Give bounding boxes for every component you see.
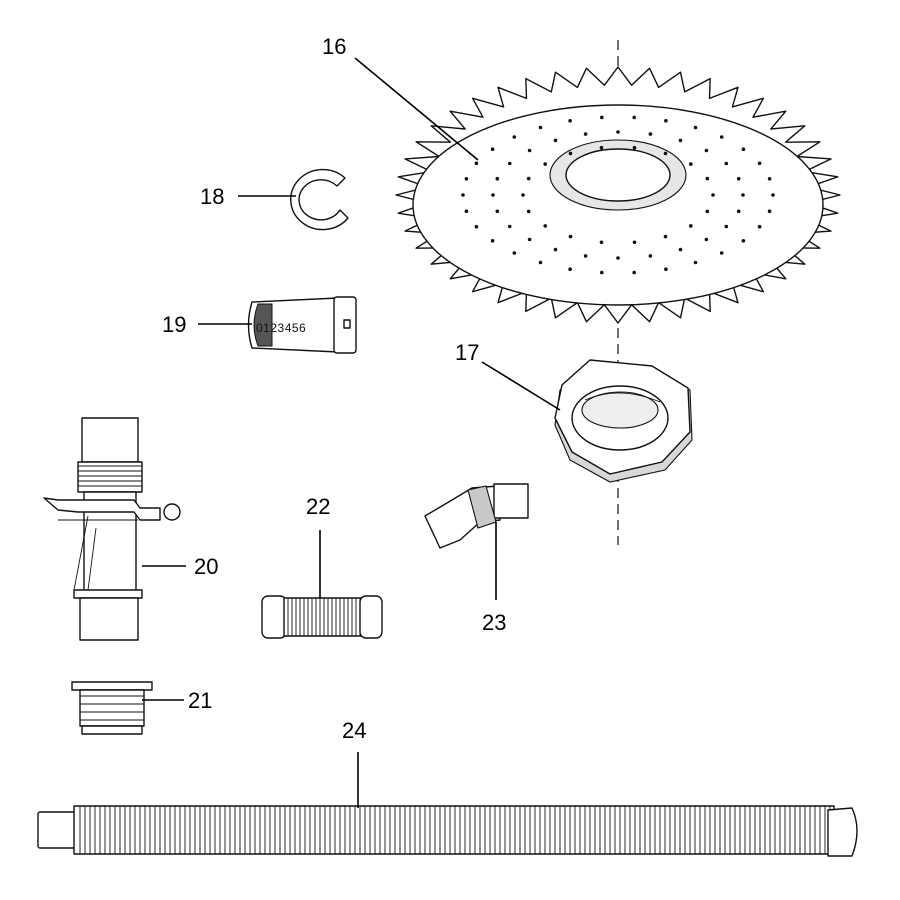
disc-hole bbox=[553, 138, 558, 143]
disc-hole bbox=[711, 193, 715, 197]
disc-hole bbox=[527, 148, 532, 153]
p20-ribs bbox=[78, 465, 142, 487]
callout-19: 19 bbox=[162, 312, 186, 337]
disc-hole bbox=[736, 209, 741, 214]
disc-hole bbox=[583, 254, 588, 258]
disc-hole bbox=[741, 239, 746, 243]
disc-hole bbox=[719, 251, 724, 255]
callout-18: 18 bbox=[200, 184, 224, 209]
part-23-elbow bbox=[424, 483, 529, 549]
disc-hole bbox=[521, 193, 525, 197]
disc-hole bbox=[527, 237, 532, 242]
valve-scale: 0123456 bbox=[256, 321, 306, 335]
callout-17: 17 bbox=[455, 340, 479, 365]
disc-hole bbox=[507, 161, 512, 166]
disc-hole bbox=[599, 145, 604, 150]
part-17-hex-ring bbox=[554, 359, 693, 483]
disc-hole bbox=[704, 148, 709, 153]
disc-hole bbox=[568, 119, 572, 123]
disc-hole bbox=[704, 237, 709, 242]
disc-hole bbox=[616, 130, 620, 134]
disc-hole bbox=[464, 177, 469, 181]
part-24-long-hose bbox=[37, 805, 858, 857]
disc-hole bbox=[490, 147, 495, 151]
disc-hole bbox=[538, 260, 543, 265]
disc-hole bbox=[464, 209, 469, 213]
disc-hole bbox=[757, 161, 762, 166]
disc-hole bbox=[771, 193, 775, 197]
disc-hole bbox=[736, 176, 741, 181]
disc-hole bbox=[724, 161, 729, 166]
disc-hole bbox=[491, 193, 495, 197]
disc-hole bbox=[568, 234, 573, 239]
part-18-c-clip bbox=[290, 168, 349, 231]
p22-ribs bbox=[287, 598, 361, 636]
disc-hole bbox=[507, 224, 512, 229]
disc-hole bbox=[664, 119, 668, 123]
disc-hole bbox=[689, 224, 693, 228]
disc-hole bbox=[767, 209, 772, 213]
disc-hole bbox=[526, 209, 531, 214]
disc-hole bbox=[616, 256, 620, 260]
disc-hole bbox=[719, 135, 724, 139]
disc-hole bbox=[538, 125, 543, 130]
disc-hole bbox=[512, 251, 517, 255]
part-20-regulator-pipe bbox=[43, 417, 181, 641]
disc-holes bbox=[461, 115, 775, 275]
disc-hole bbox=[741, 147, 746, 151]
disc-hole bbox=[632, 115, 636, 120]
disc-hole bbox=[543, 162, 547, 166]
disc-hole bbox=[741, 193, 745, 197]
disc-hole bbox=[663, 234, 668, 239]
callout-16: 16 bbox=[322, 34, 346, 59]
disc-hole bbox=[663, 151, 668, 156]
callout-23: 23 bbox=[482, 610, 506, 635]
disc-hole bbox=[767, 177, 772, 181]
leader-lines bbox=[142, 57, 561, 808]
disc-hole bbox=[664, 267, 668, 272]
disc-hole bbox=[553, 247, 558, 252]
disc-hole bbox=[474, 224, 479, 229]
callout-22: 22 bbox=[306, 494, 330, 519]
disc-hole bbox=[757, 224, 762, 229]
disc-hole bbox=[526, 176, 531, 181]
disc-hole bbox=[568, 267, 572, 272]
disc-hole bbox=[600, 115, 604, 120]
p21-ribs bbox=[80, 695, 144, 721]
disc-hole bbox=[568, 151, 573, 156]
callout-21: 21 bbox=[188, 688, 212, 713]
disc-hole bbox=[648, 132, 653, 136]
disc-hole bbox=[490, 239, 495, 243]
disc-hole bbox=[495, 176, 500, 181]
disc-hole bbox=[495, 209, 500, 214]
disc-hole bbox=[461, 193, 465, 197]
disc-hole bbox=[693, 125, 698, 130]
p24-ribs bbox=[79, 806, 831, 854]
disc-hole bbox=[512, 135, 517, 139]
disc-hole bbox=[724, 224, 729, 229]
disc-hole bbox=[600, 270, 604, 275]
disc-hole bbox=[583, 132, 588, 136]
disc-hole bbox=[705, 209, 710, 214]
disc-hole bbox=[689, 162, 693, 166]
part-21-adapter bbox=[71, 681, 153, 735]
disc-hole bbox=[693, 260, 698, 265]
part-16-disc bbox=[395, 66, 841, 324]
disc-hole bbox=[678, 247, 683, 252]
part-22-short-hose bbox=[261, 595, 383, 639]
disc-hole bbox=[705, 176, 710, 181]
callout-20: 20 bbox=[194, 554, 218, 579]
disc-hole bbox=[648, 254, 653, 258]
disc-hole bbox=[678, 138, 683, 143]
disc-hole bbox=[632, 270, 636, 275]
disc-hole bbox=[599, 240, 604, 245]
callout-24: 24 bbox=[342, 718, 366, 743]
disc-hole bbox=[632, 240, 637, 245]
disc-hole bbox=[632, 145, 637, 150]
disc-hole bbox=[543, 224, 547, 228]
disc-hole bbox=[474, 161, 479, 166]
part-19-valve: 0123456 bbox=[247, 296, 357, 354]
